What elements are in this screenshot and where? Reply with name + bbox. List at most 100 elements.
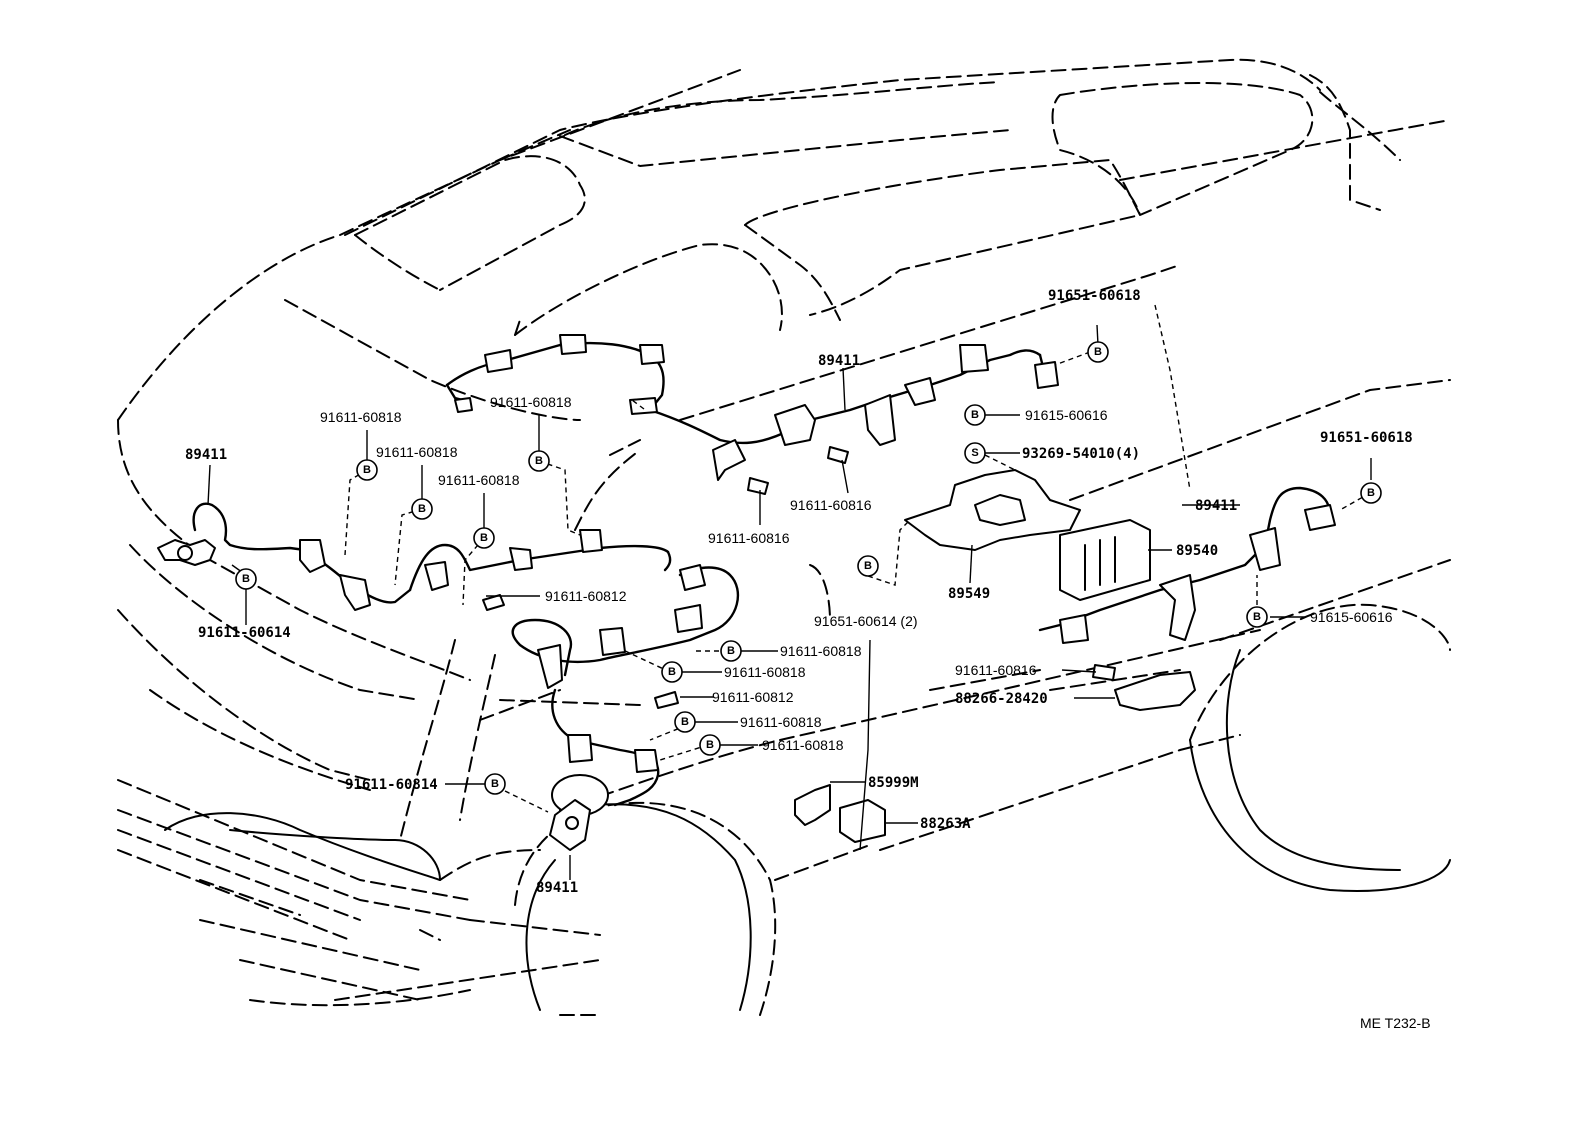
- callout-c13: B 91615-60616: [964, 404, 1108, 426]
- callout-c17-label: 89540: [1176, 543, 1218, 559]
- bolt: [654, 691, 679, 709]
- bracket-rear-right-b: [864, 394, 896, 446]
- callout-c20-label: 91615-60616: [1310, 609, 1393, 625]
- clip-bracket: [579, 529, 603, 553]
- callout-c26: B 91611-60818: [674, 711, 822, 733]
- bracket-rear-lower: [1159, 574, 1196, 641]
- speed-sensor-front-right: [549, 774, 609, 851]
- callout-c9: 89411: [818, 353, 860, 369]
- callout-c28-badge: B: [491, 778, 499, 790]
- callout-c19-badge-circle: [1360, 482, 1382, 504]
- callout-c19: 91651-60618 B: [1320, 430, 1413, 504]
- callout-c14: S 93269-54010(4): [964, 442, 1140, 464]
- callout-c31: 88263A: [920, 816, 971, 832]
- callout-c25: 91611-60812: [712, 689, 794, 705]
- callout-c9-label: 89411: [818, 353, 860, 369]
- callout-c30-label: 85999M: [868, 775, 919, 791]
- callout-c23: B 91611-60818: [720, 640, 862, 662]
- speed-sensor-front-left: [157, 539, 216, 566]
- bracket-rear-right-c: [904, 377, 936, 406]
- callout-c21: 91611-60816: [955, 662, 1037, 678]
- callout-c29-label: 89411: [536, 880, 578, 896]
- callout-c19-label: 91651-60618: [1320, 430, 1413, 446]
- harness-upper: [445, 341, 665, 412]
- bolt: [482, 594, 505, 611]
- callout-c27-badge-circle: [699, 734, 721, 756]
- bolt: [1092, 664, 1116, 681]
- callout-c16-label: 91651-60614 (2): [814, 613, 918, 629]
- callout-c12-label: 91651-60618: [1048, 288, 1141, 304]
- callout-c3-badge: B: [480, 532, 488, 544]
- callout-c27: B 91611-60818: [699, 734, 844, 756]
- diagram-reference-code: ME T232-B: [1360, 1015, 1431, 1031]
- callout-c16-badge-circle: [857, 555, 879, 577]
- bracket-rear-right-a: [774, 404, 816, 446]
- callout-c1: 91611-60818 B: [320, 409, 402, 481]
- bracket-88266-28420: [1114, 671, 1196, 711]
- callout-c4-label: 91611-60818: [490, 394, 572, 410]
- clip-bracket: [424, 561, 449, 591]
- callout-c4-badge: B: [535, 455, 543, 467]
- callout-c15-label: 89549: [948, 586, 990, 602]
- callout-c25-label: 91611-60812: [712, 689, 794, 705]
- clip-front-right-b: [599, 627, 626, 656]
- bracket-front-right-mid: [567, 734, 593, 763]
- callout-c2-badge: B: [418, 503, 426, 515]
- callout-c30: 85999M: [868, 775, 919, 791]
- callout-c17: 89540: [1176, 543, 1218, 559]
- abs-ecu-89540: [1059, 519, 1151, 601]
- callout-c6: B 91611-60614: [198, 568, 291, 641]
- callout-c16: B 91651-60614 (2): [814, 555, 918, 629]
- callout-c18-label: 89411: [1195, 498, 1237, 514]
- callout-c16-badge: B: [864, 560, 872, 572]
- bolt: [827, 446, 849, 464]
- clip-bracket: [299, 539, 326, 573]
- clip-front-right-a: [674, 604, 703, 633]
- callout-c19-badge: B: [1367, 487, 1375, 499]
- callout-c10-label: 91611-60816: [708, 530, 790, 546]
- callout-c2-label: 91611-60818: [376, 444, 458, 460]
- callout-c2: 91611-60818 B: [376, 444, 458, 520]
- callout-c29: 89411: [536, 880, 578, 896]
- callout-c21-label: 91611-60816: [955, 662, 1037, 678]
- callout-c7: 91611-60812: [545, 588, 627, 604]
- callout-c6-label: 91611-60614: [198, 625, 291, 641]
- callout-c23-badge: B: [727, 645, 735, 657]
- callout-c12-badge-circle: [1087, 341, 1109, 363]
- callout-c7-label: 91611-60812: [545, 588, 627, 604]
- bracket-front-right-lower: [537, 644, 563, 689]
- callout-c24-badge: B: [668, 666, 676, 678]
- callout-c12: 91651-60618 B: [1048, 288, 1141, 363]
- callout-c24-badge-circle: [661, 661, 683, 683]
- callout-c20-badge-circle: [1246, 606, 1268, 628]
- callout-c14-label: 93269-54010(4): [1022, 446, 1140, 462]
- connector-rear-lower: [1059, 614, 1089, 644]
- callout-c11: 91611-60816: [790, 497, 872, 513]
- callout-c10: 91611-60816: [708, 530, 790, 546]
- callout-c6-badge: B: [242, 573, 250, 585]
- callout-c27-label: 91611-60818: [762, 737, 844, 753]
- connector-upper-center: [629, 397, 658, 415]
- connector-rear-right: [1034, 361, 1059, 389]
- bracket-lower-clip: [712, 439, 746, 481]
- callout-c12-badge: B: [1094, 346, 1102, 358]
- speed-sensor-rear-right: [1304, 504, 1336, 531]
- callout-c3: 91611-60818 B: [438, 472, 520, 549]
- callout-c13-label: 91615-60616: [1025, 407, 1108, 423]
- callout-c14-badge: S: [971, 447, 978, 459]
- callout-c28-badge-circle: [484, 773, 506, 795]
- callout-c1-label: 91611-60818: [320, 409, 402, 425]
- callout-c26-badge-circle: [674, 711, 696, 733]
- callout-c22: 88266-28420: [955, 691, 1048, 707]
- callout-c13-badge-circle: [964, 404, 986, 426]
- callout-c20: B 91615-60616: [1246, 606, 1393, 628]
- connector-upper-left: [454, 397, 473, 413]
- callout-c28-label: 91611-60814: [345, 777, 438, 793]
- leader-lines: [207, 304, 1372, 880]
- clip-bracket: [509, 547, 533, 571]
- bracket-front-right-end: [634, 749, 659, 773]
- callout-c3-label: 91611-60818: [438, 472, 520, 488]
- bracket-rear-right-d: [959, 344, 989, 373]
- callout-c26-label: 91611-60818: [740, 714, 822, 730]
